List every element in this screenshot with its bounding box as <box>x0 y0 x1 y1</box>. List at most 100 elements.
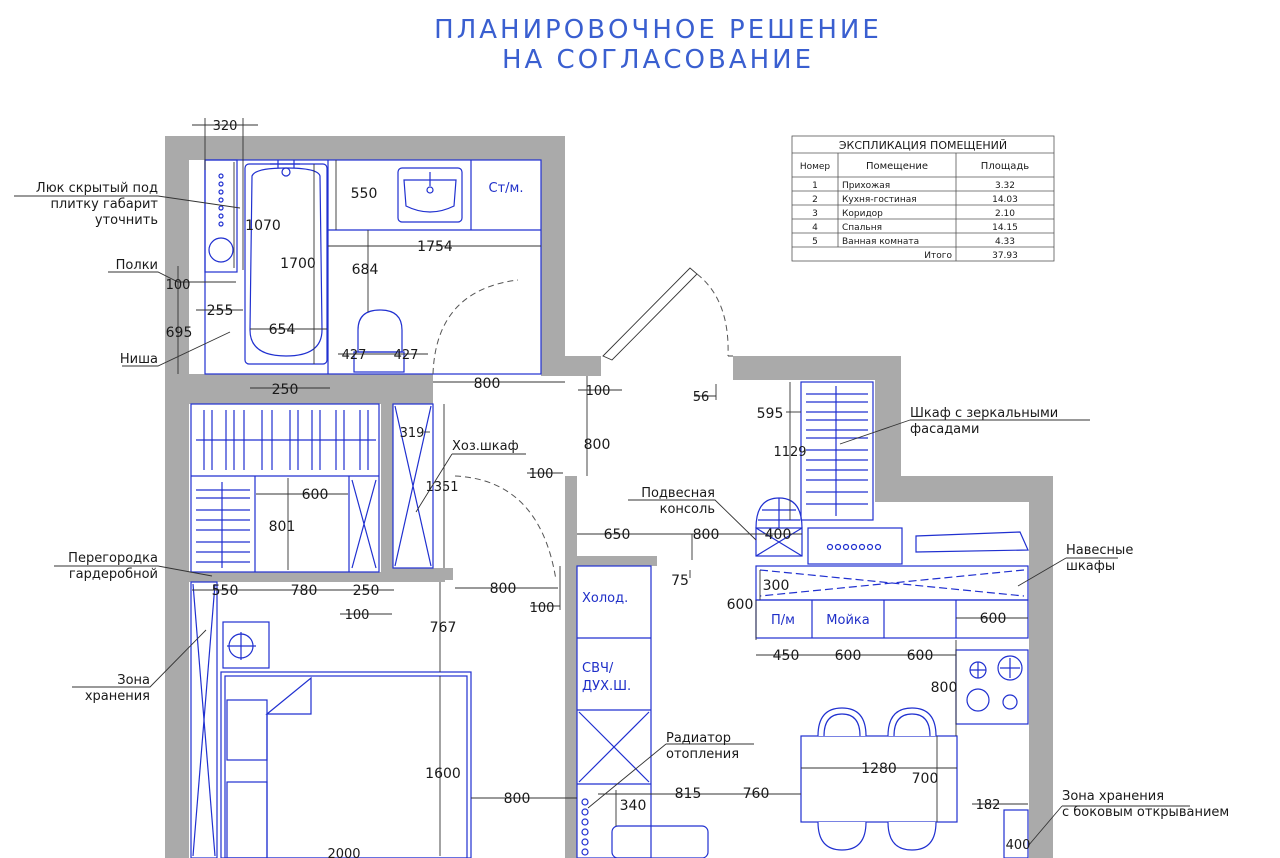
dim-label: 800 <box>584 437 611 453</box>
dim-label: 320 <box>213 119 238 134</box>
callout-hatch-1: Люк скрытый под <box>36 181 158 196</box>
hanging-console <box>755 497 1029 565</box>
callout-partition-1: Перегородка <box>68 551 158 566</box>
hangers-top <box>203 410 369 470</box>
dim-label: 800 <box>504 791 531 807</box>
plan-title-line2: НА СОГЛАСОВАНИЕ <box>502 45 814 75</box>
callout-niche: Ниша <box>120 352 158 367</box>
dim-label: 650 <box>604 527 631 543</box>
dim-label: 600 <box>980 611 1007 627</box>
callout-wall-cabinets-2: шкафы <box>1066 559 1115 574</box>
callout-shelves: Полки <box>116 258 158 273</box>
dim-label: 815 <box>675 786 702 802</box>
bedroom-washer <box>222 621 270 669</box>
callout-storage-2: хранения <box>85 689 150 704</box>
dim-label: 800 <box>693 527 720 543</box>
callouts: Люк скрытый под плитку габарит уточнить … <box>36 181 1229 820</box>
fridge-label: Холод. <box>582 591 628 606</box>
radiator <box>581 798 709 858</box>
bathroom-sink <box>397 167 463 223</box>
row-4-room: Спальня <box>842 223 882 233</box>
dim-label: 1700 <box>280 256 316 272</box>
dim-label: 250 <box>272 382 299 398</box>
callout-partition-2: гардеробной <box>69 567 158 582</box>
sink-label: Мойка <box>826 613 869 628</box>
dim-label: 100 <box>529 467 554 482</box>
callout-console-2: консоль <box>660 502 715 517</box>
dining-table <box>800 707 958 851</box>
callout-storage-1: Зона <box>117 673 150 688</box>
dim-label: 684 <box>352 262 379 278</box>
vent-dots <box>218 173 224 227</box>
utility-closet <box>392 403 434 569</box>
dim-label: 400 <box>1006 838 1031 853</box>
dim-label: 801 <box>269 519 296 535</box>
callout-wall-cabinets-1: Навесные <box>1066 543 1133 558</box>
explication-table: ЭКСПЛИКАЦИЯ ПОМЕЩЕНИЙ Номер Помещение Пл… <box>791 135 1055 262</box>
callout-utility-closet: Хоз.шкаф <box>452 439 519 454</box>
dim-label: 595 <box>757 406 784 422</box>
callout-mirror-2: фасадами <box>910 422 979 437</box>
dim-label: 1280 <box>861 761 897 777</box>
col-header-room: Помещение <box>866 161 928 172</box>
dim-label: 100 <box>586 384 611 399</box>
row-1-room: Прихожая <box>842 181 890 191</box>
dim-label: 654 <box>269 322 296 338</box>
dim-label: 1754 <box>417 239 453 255</box>
dim-label: 600 <box>727 597 754 613</box>
dim-label: 427 <box>342 348 367 363</box>
dim-label: 2000 <box>327 847 360 858</box>
row-2-area: 14.03 <box>992 195 1018 205</box>
dim-label: 255 <box>207 303 234 319</box>
dim-label: 1129 <box>773 445 806 460</box>
dim-label: 250 <box>353 583 380 599</box>
row-5-area: 4.33 <box>995 237 1015 247</box>
wardrobe <box>190 403 380 573</box>
dim-label: 600 <box>302 487 329 503</box>
oven-label-1: СВЧ/ <box>582 661 614 676</box>
total-label: Итого <box>924 251 952 261</box>
row-5-number: 5 <box>812 237 818 247</box>
dim-label: 550 <box>212 583 239 599</box>
dim-label: 100 <box>166 278 191 293</box>
hangers-left <box>196 482 250 568</box>
dim-label: 1351 <box>425 480 458 495</box>
dimension-lines <box>177 118 1028 856</box>
dim-label: 400 <box>765 527 792 543</box>
dim-label: 340 <box>620 798 647 814</box>
dim-label: 550 <box>351 186 378 202</box>
dishwasher-label: П/м <box>771 613 795 628</box>
dim-label: 1600 <box>425 766 461 782</box>
dim-label: 800 <box>474 376 501 392</box>
callout-mirror-1: Шкаф с зеркальными <box>910 406 1058 421</box>
dim-label: 600 <box>907 648 934 664</box>
washer-label: Ст/м. <box>489 181 524 196</box>
callout-radiator-1: Радиатор <box>666 731 731 746</box>
bedroom <box>190 581 472 858</box>
oven-label-2: ДУХ.Ш. <box>582 679 631 694</box>
dimension-labels: 320 550 1070 1754 1700 684 100 255 695 6… <box>166 119 1031 858</box>
dim-label: 700 <box>912 771 939 787</box>
toilet <box>353 309 405 373</box>
dim-label: 319 <box>400 426 425 441</box>
row-3-room: Коридор <box>842 209 883 219</box>
doors <box>432 267 733 581</box>
dim-label: 600 <box>835 648 862 664</box>
row-2-number: 2 <box>812 195 818 205</box>
col-header-number: Номер <box>800 162 831 172</box>
row-4-number: 4 <box>812 223 818 233</box>
dim-label: 1070 <box>245 218 281 234</box>
dim-label: 427 <box>394 348 419 363</box>
row-1-number: 1 <box>812 181 818 191</box>
leader-lines <box>14 195 1190 847</box>
callout-side-storage-1: Зона хранения <box>1062 789 1164 804</box>
dim-label: 760 <box>743 786 770 802</box>
walls <box>165 136 1053 858</box>
row-1-area: 3.32 <box>995 181 1015 191</box>
callout-console-1: Подвесная <box>641 486 715 501</box>
row-3-number: 3 <box>812 209 818 219</box>
bathroom: Ст/м. <box>204 159 542 375</box>
dim-label: 100 <box>530 601 555 616</box>
dim-label: 75 <box>671 573 689 589</box>
